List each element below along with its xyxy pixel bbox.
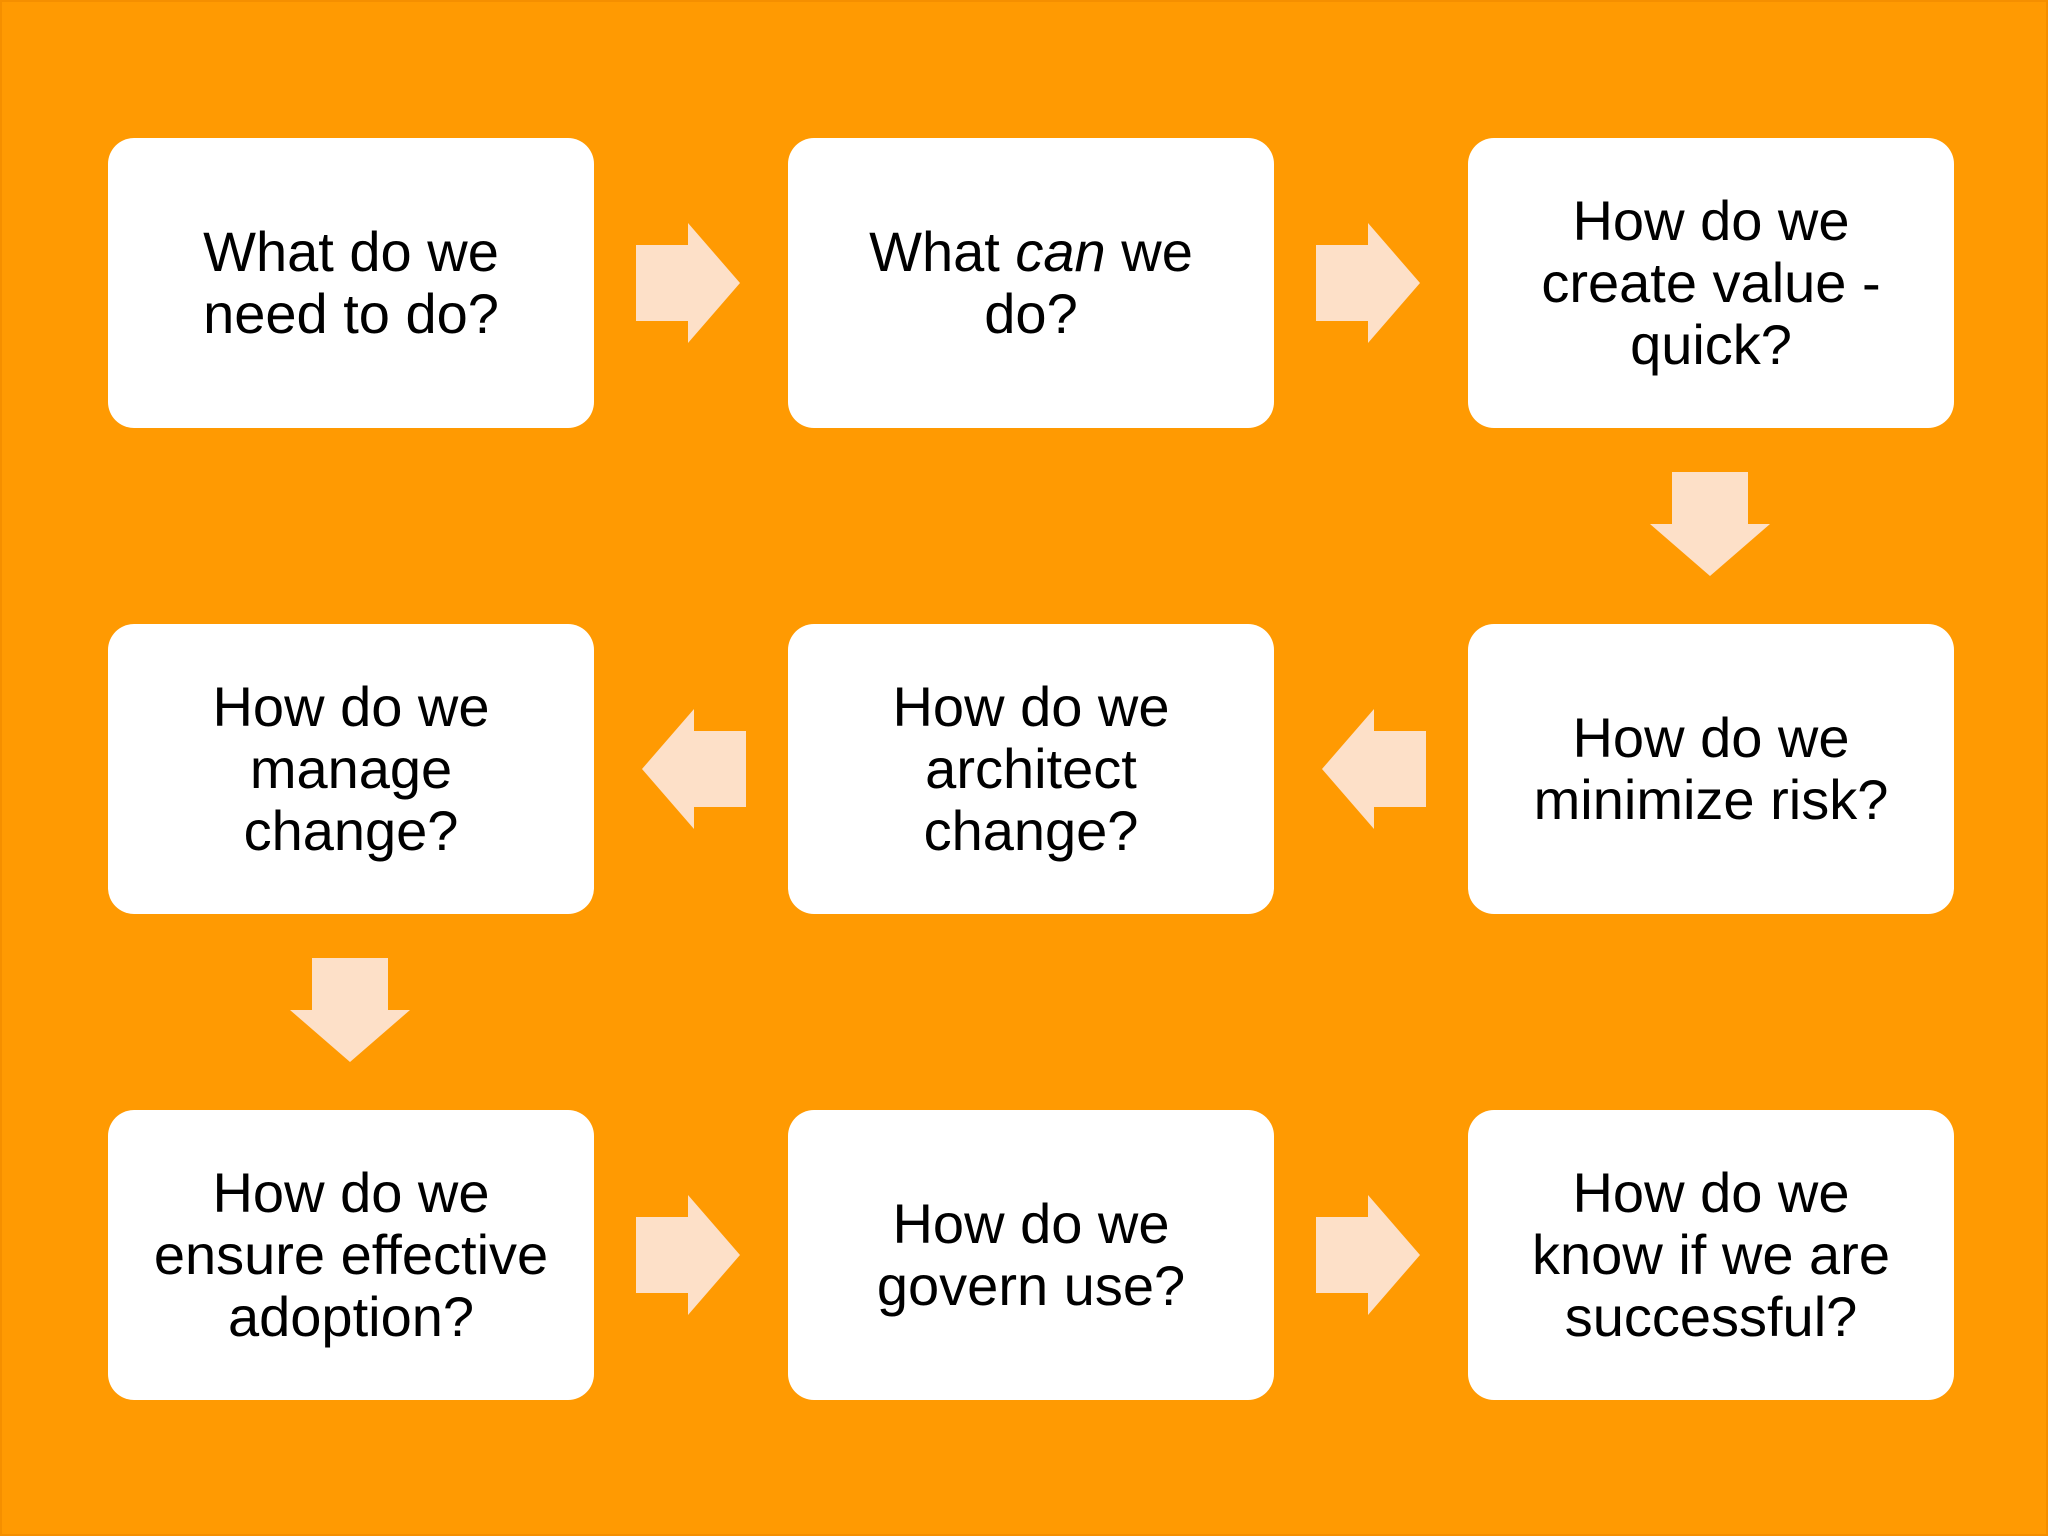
step-text-line: How do we (1572, 189, 1850, 252)
step-text-line: need to do? (203, 282, 499, 345)
step-text-line: know if we are (1532, 1223, 1890, 1286)
step-text-line: change? (243, 799, 459, 862)
step-box-know-success: How do we know if we are successful? (1468, 1110, 1954, 1400)
right-arrow-icon (1316, 1195, 1420, 1315)
step-text-line: quick? (1630, 313, 1792, 376)
step-box-manage-change: How do we manage change? (108, 624, 594, 914)
step-box-need-to-do: What do we need to do? (108, 138, 594, 428)
step-text-line: successful? (1564, 1285, 1858, 1348)
step-text-line: How do we (892, 675, 1170, 738)
right-arrow-icon (636, 1195, 740, 1315)
step-text-line: How do we (892, 1192, 1170, 1255)
step-text-line: architect (925, 737, 1137, 800)
step-box-architect-change: How do we architect change? (788, 624, 1274, 914)
step-text-line: manage (249, 737, 453, 800)
step-text-line: How do we (212, 1161, 490, 1224)
step-box-minimize-risk: How do we minimize risk? (1468, 624, 1954, 914)
step-box-govern-use: How do we govern use? (788, 1110, 1274, 1400)
step-text-line: do? (984, 282, 1078, 345)
step-text-line: change? (923, 799, 1139, 862)
step-text-line: How do we (1572, 706, 1850, 769)
step-text-line: minimize risk? (1533, 768, 1889, 831)
step-text-line: ensure effective (153, 1223, 549, 1286)
step-text-line: adoption? (227, 1285, 474, 1348)
down-arrow-icon (1650, 472, 1770, 576)
left-arrow-icon (1322, 709, 1426, 829)
step-text-prefix: What (869, 220, 1016, 283)
step-text-emphasis: can (1015, 220, 1106, 283)
right-arrow-icon (636, 223, 740, 343)
step-text-line: What do we (203, 220, 499, 283)
step-box-can-do: What can we do? (788, 138, 1274, 428)
step-text-line: govern use? (876, 1254, 1186, 1317)
step-text-line: How do we (1572, 1161, 1850, 1224)
right-arrow-icon (1316, 223, 1420, 343)
step-box-create-value: How do we create value - quick? (1468, 138, 1954, 428)
down-arrow-icon (290, 958, 410, 1062)
step-box-ensure-adoption: How do we ensure effective adoption? (108, 1110, 594, 1400)
step-text-suffix: we (1105, 220, 1193, 283)
step-text-line: How do we (212, 675, 490, 738)
left-arrow-icon (642, 709, 746, 829)
step-text-line: create value - (1541, 251, 1881, 314)
step-text-line: What can we (869, 221, 1193, 283)
